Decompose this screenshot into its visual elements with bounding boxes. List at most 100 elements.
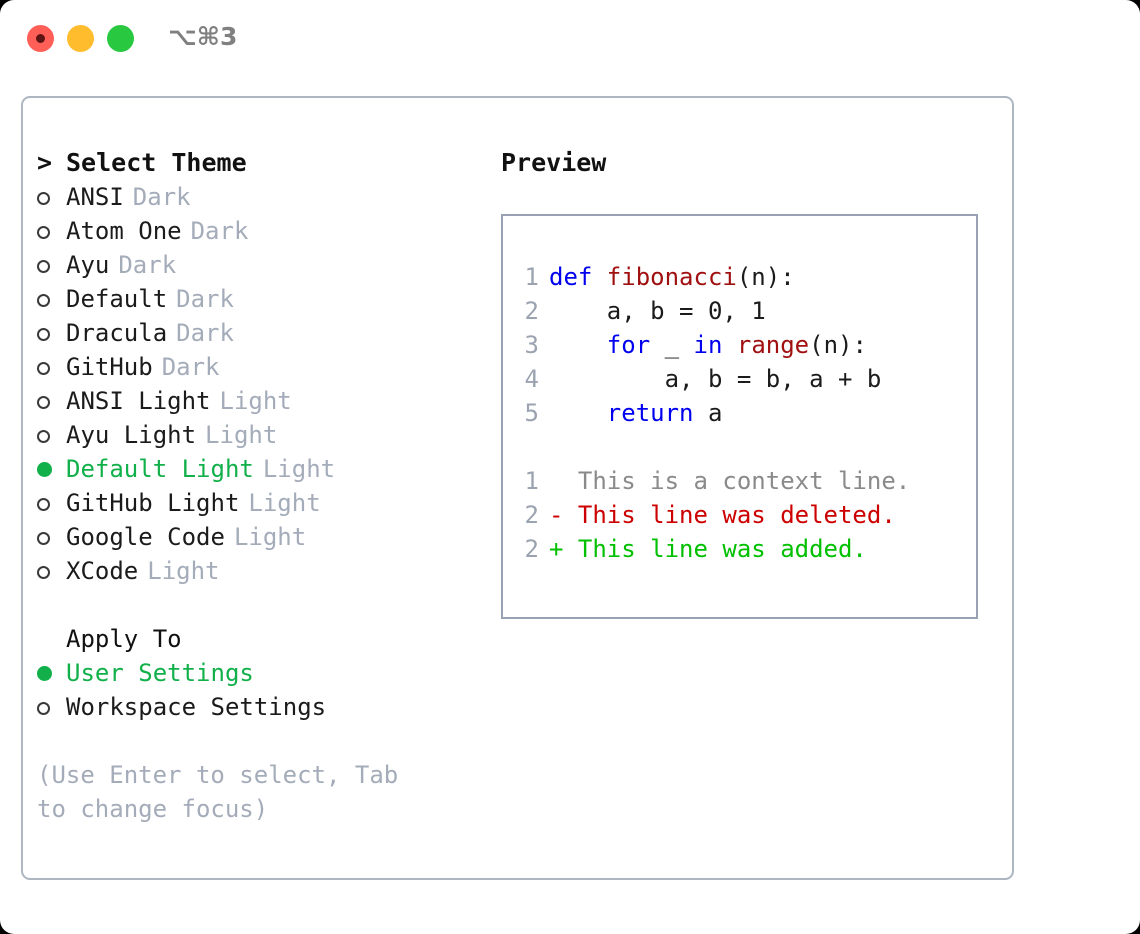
code-line-text: def fibonacci(n): [549, 260, 795, 294]
theme-option-kind-badge: Light [147, 557, 220, 585]
code-token-kw: for [606, 331, 651, 359]
theme-option-default-light[interactable]: Default Light Light [37, 452, 487, 486]
radio-unselected-icon [37, 386, 66, 420]
theme-option-kind-badge: Dark [190, 217, 249, 245]
apply-to-header: Apply To [66, 625, 182, 653]
theme-option-label: ANSI Light [66, 387, 211, 415]
code-token-plain: a, b = b, a + b [549, 365, 882, 393]
radio-unselected-icon [37, 352, 66, 386]
code-token-plain: _ [650, 331, 694, 359]
select-theme-header: > Select Theme [37, 146, 487, 180]
radio-unselected-icon [37, 250, 66, 284]
theme-option-kind-badge: Light [205, 421, 278, 449]
diff-line-text: This is a context line. [549, 467, 911, 495]
theme-option-kind-badge: Light [233, 523, 307, 551]
diff-line-del: 2 - This line was deleted. [503, 498, 976, 532]
theme-option-kind-badge: Light [219, 387, 292, 415]
theme-option-kind-badge: Dark [161, 353, 220, 381]
maximize-button[interactable] [107, 25, 134, 52]
theme-option-ayu-light[interactable]: Ayu Light Light [37, 418, 487, 452]
code-token-plain [549, 399, 607, 427]
code-token-kw: return [606, 399, 694, 427]
code-token-plain: a [693, 399, 723, 427]
code-line: 4 a, b = b, a + b [503, 362, 976, 396]
preview-title: Preview [501, 148, 607, 177]
radio-unselected-icon [37, 488, 66, 522]
apply-to-option-user-settings[interactable]: User Settings [37, 656, 487, 690]
code-token-plain: a, b = 0, 1 [549, 297, 766, 325]
code-line: 2 a, b = 0, 1 [503, 294, 976, 328]
theme-option-label: Default [66, 285, 168, 313]
code-line-text: a, b = b, a + b [549, 362, 882, 396]
radio-unselected-icon [37, 216, 66, 250]
window-controls [27, 25, 134, 52]
radio-unselected-icon [37, 318, 66, 352]
code-diff-spacer [503, 430, 976, 464]
diff-line-text: + This line was added. [549, 535, 867, 563]
keyboard-hint-text: (Use Enter to select, Tab to change focu… [37, 761, 413, 823]
code-line: 5 return a [503, 396, 976, 430]
apply-to-option-workspace-settings[interactable]: Workspace Settings [37, 690, 487, 724]
code-token-fn: range [736, 331, 810, 359]
theme-option-label: Ayu Light [66, 421, 197, 449]
theme-option-github-light[interactable]: GitHub Light Light [37, 486, 487, 520]
code-line-text: for _ in range(n): [549, 328, 867, 362]
radio-unselected-icon [37, 182, 66, 216]
diff-line-ctx: 1 This is a context line. [503, 464, 976, 498]
radio-selected-icon [37, 657, 66, 691]
close-button[interactable] [27, 25, 54, 52]
code-token-fn: fibonacci [606, 263, 737, 291]
code-line-text: a, b = 0, 1 [549, 294, 766, 328]
diff-sample: 1 This is a context line. 2 - This line wa… [503, 464, 976, 566]
theme-option-kind-badge: Light [262, 455, 336, 483]
apply-to-option-label: Workspace Settings [66, 693, 327, 721]
code-line-number: 3 [524, 331, 539, 359]
code-line-text: return a [549, 396, 723, 430]
theme-option-label: Ayu [66, 251, 110, 279]
diff-line-number: 2 [524, 535, 539, 563]
theme-option-label: Default Light [66, 455, 254, 483]
theme-option-label: Google Code [66, 523, 225, 551]
apply-to-option-label: User Settings [66, 659, 254, 687]
theme-option-kind-badge: Dark [176, 285, 234, 313]
diff-line-number: 2 [524, 501, 539, 529]
radio-unselected-icon [37, 556, 66, 590]
code-token-kw: def [549, 263, 607, 291]
page-title: Select Theme [66, 148, 247, 177]
title-bar: ⌥⌘3 [0, 0, 1140, 78]
theme-option-kind-badge: Light [248, 489, 321, 517]
theme-option-github[interactable]: GitHub Dark [37, 350, 487, 384]
code-token-plain [722, 331, 736, 359]
theme-option-default[interactable]: Default Dark [37, 282, 487, 316]
radio-unselected-icon [37, 420, 66, 454]
code-line: 3 for _ in range(n): [503, 328, 976, 362]
theme-option-google-code[interactable]: Google Code Light [37, 520, 487, 554]
theme-option-ansi-light[interactable]: ANSI Light Light [37, 384, 487, 418]
code-token-plain [549, 331, 607, 359]
minimize-button[interactable] [67, 25, 94, 52]
radio-unselected-icon [37, 522, 66, 556]
theme-option-label: GitHub Light [66, 489, 240, 517]
theme-option-ayu[interactable]: Ayu Dark [37, 248, 487, 282]
theme-option-kind-badge: Dark [118, 251, 177, 279]
code-token-plain: (n): [736, 263, 795, 291]
diff-line-text: - This line was deleted. [549, 501, 896, 529]
theme-option-label: GitHub [66, 353, 153, 381]
code-line-number: 5 [524, 399, 539, 427]
radio-unselected-icon [37, 692, 66, 726]
code-line-number: 2 [524, 297, 539, 325]
